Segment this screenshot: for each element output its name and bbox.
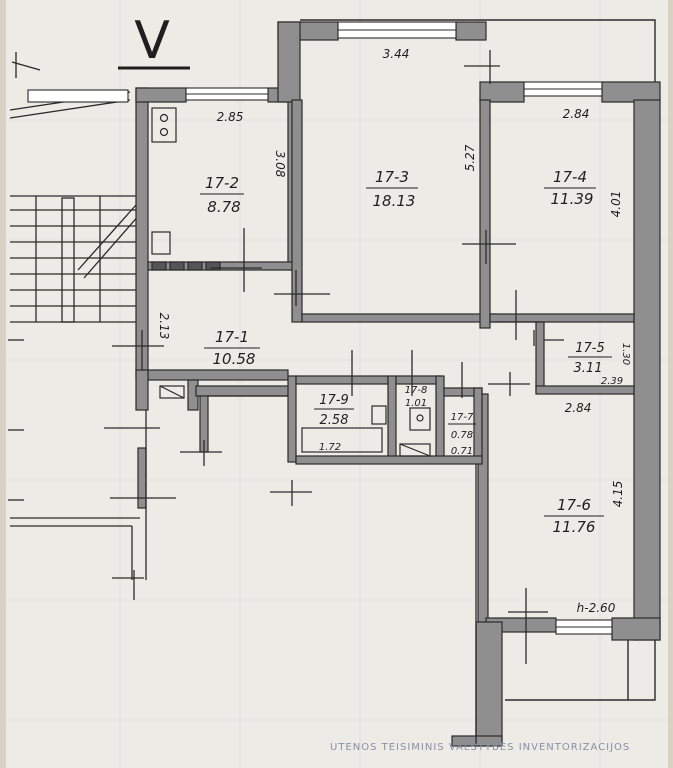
dimension: 2.39 xyxy=(601,376,623,387)
dimension: 2.13 xyxy=(157,313,171,340)
room-area: 8.78 xyxy=(207,198,240,216)
toilet-icon xyxy=(409,407,431,431)
dimension: 1.30 xyxy=(620,343,631,365)
room-area: 18.13 xyxy=(373,192,416,210)
dimension: 4.01 xyxy=(609,191,623,218)
dimension: 1.72 xyxy=(319,442,341,453)
stairwell xyxy=(9,91,141,580)
dimension: 2.84 xyxy=(565,401,592,415)
room-id: 17-2 xyxy=(205,174,239,192)
room-id: 17-6 xyxy=(557,496,591,514)
room-id: 17-3 xyxy=(375,168,409,186)
dimension: 3.44 xyxy=(383,47,410,61)
stove-icon xyxy=(151,107,177,143)
walls xyxy=(135,21,661,747)
room-id: 17-4 xyxy=(553,168,587,186)
room-id: 17-9 xyxy=(319,393,349,408)
dimension: 5.27 xyxy=(463,144,477,171)
inventory-stamp: UTENOS TEISIMINIS VALSTYBES INVENTORIZAC… xyxy=(330,742,630,753)
dimension: 3.08 xyxy=(273,151,287,178)
room-id: 17-8 xyxy=(405,385,428,396)
dimension: 4.15 xyxy=(611,481,625,508)
room-area: 0.78 xyxy=(451,430,473,441)
room-labels: 17-2 8.78 17-3 18.13 17-4 11.39 17-1 10.… xyxy=(200,168,612,536)
room-area: 2.58 xyxy=(320,413,349,428)
kitchen-fixtures xyxy=(151,107,221,271)
dimension: h-2.60 xyxy=(577,601,616,615)
section-mark: V xyxy=(134,11,170,71)
sink-icon xyxy=(151,231,171,255)
bath-fixtures xyxy=(159,385,431,457)
room-id: 17-5 xyxy=(575,341,605,356)
dimension-labels: 2.85 3.08 3.44 5.27 2.84 4.01 2.13 1.30 … xyxy=(157,47,631,615)
room-area: 10.58 xyxy=(213,350,256,368)
room-area: 11.76 xyxy=(553,518,596,536)
dimension: 0.71 xyxy=(451,446,473,457)
dimension: 2.84 xyxy=(563,107,590,121)
room-area: 1.01 xyxy=(405,398,427,409)
door-marks xyxy=(8,50,564,664)
windows xyxy=(27,21,613,635)
dimension: 2.85 xyxy=(217,110,244,124)
bathtub-icon xyxy=(301,427,383,453)
room-area: 3.11 xyxy=(574,361,603,376)
room-id: 17-1 xyxy=(215,328,249,346)
room-area: 11.39 xyxy=(551,190,594,208)
lower-area xyxy=(145,395,477,744)
room-id: 17-7 xyxy=(451,412,474,423)
